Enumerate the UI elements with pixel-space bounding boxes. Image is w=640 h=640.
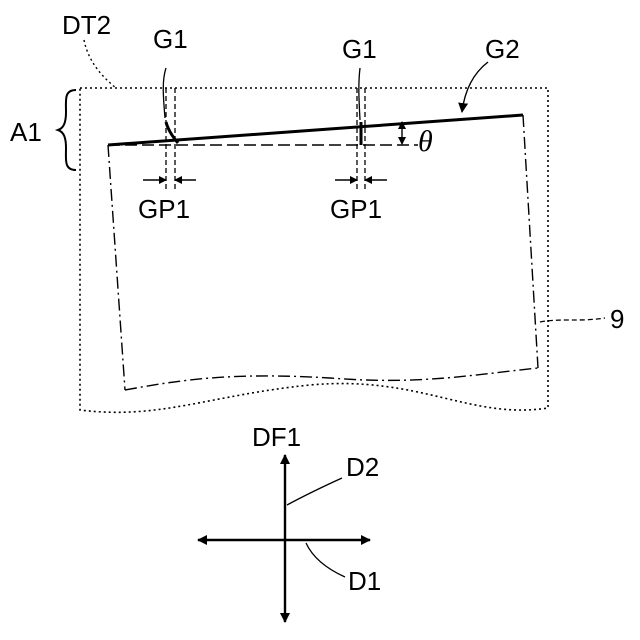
g1-right-leader — [359, 68, 360, 120]
d1-label: D1 — [348, 566, 381, 596]
d2-leader — [287, 478, 342, 505]
ref-9-label: 9 — [610, 304, 624, 334]
g1-right-label: G1 — [342, 34, 377, 64]
a1-label: A1 — [10, 117, 42, 147]
a1-brace — [58, 90, 76, 170]
sheet-9-left-edge — [108, 145, 125, 390]
theta-label: θ — [418, 125, 433, 158]
ref-9-leader — [540, 318, 605, 322]
df1-label: DF1 — [252, 422, 301, 452]
d2-label: D2 — [346, 452, 379, 482]
dt2-leader — [84, 40, 116, 88]
gp1-right-label: GP1 — [330, 194, 382, 224]
gp1-left-label: GP1 — [138, 194, 190, 224]
sheet-9-bottom-edge — [125, 368, 538, 390]
sheet-9-right-edge — [523, 115, 538, 368]
dt2-region-outline — [80, 88, 548, 412]
d1-leader — [306, 543, 345, 577]
g2-leader-arrow — [462, 62, 488, 112]
g1-left-label: G1 — [153, 24, 188, 54]
g2-label: G2 — [485, 34, 520, 64]
dt2-label: DT2 — [62, 10, 111, 40]
